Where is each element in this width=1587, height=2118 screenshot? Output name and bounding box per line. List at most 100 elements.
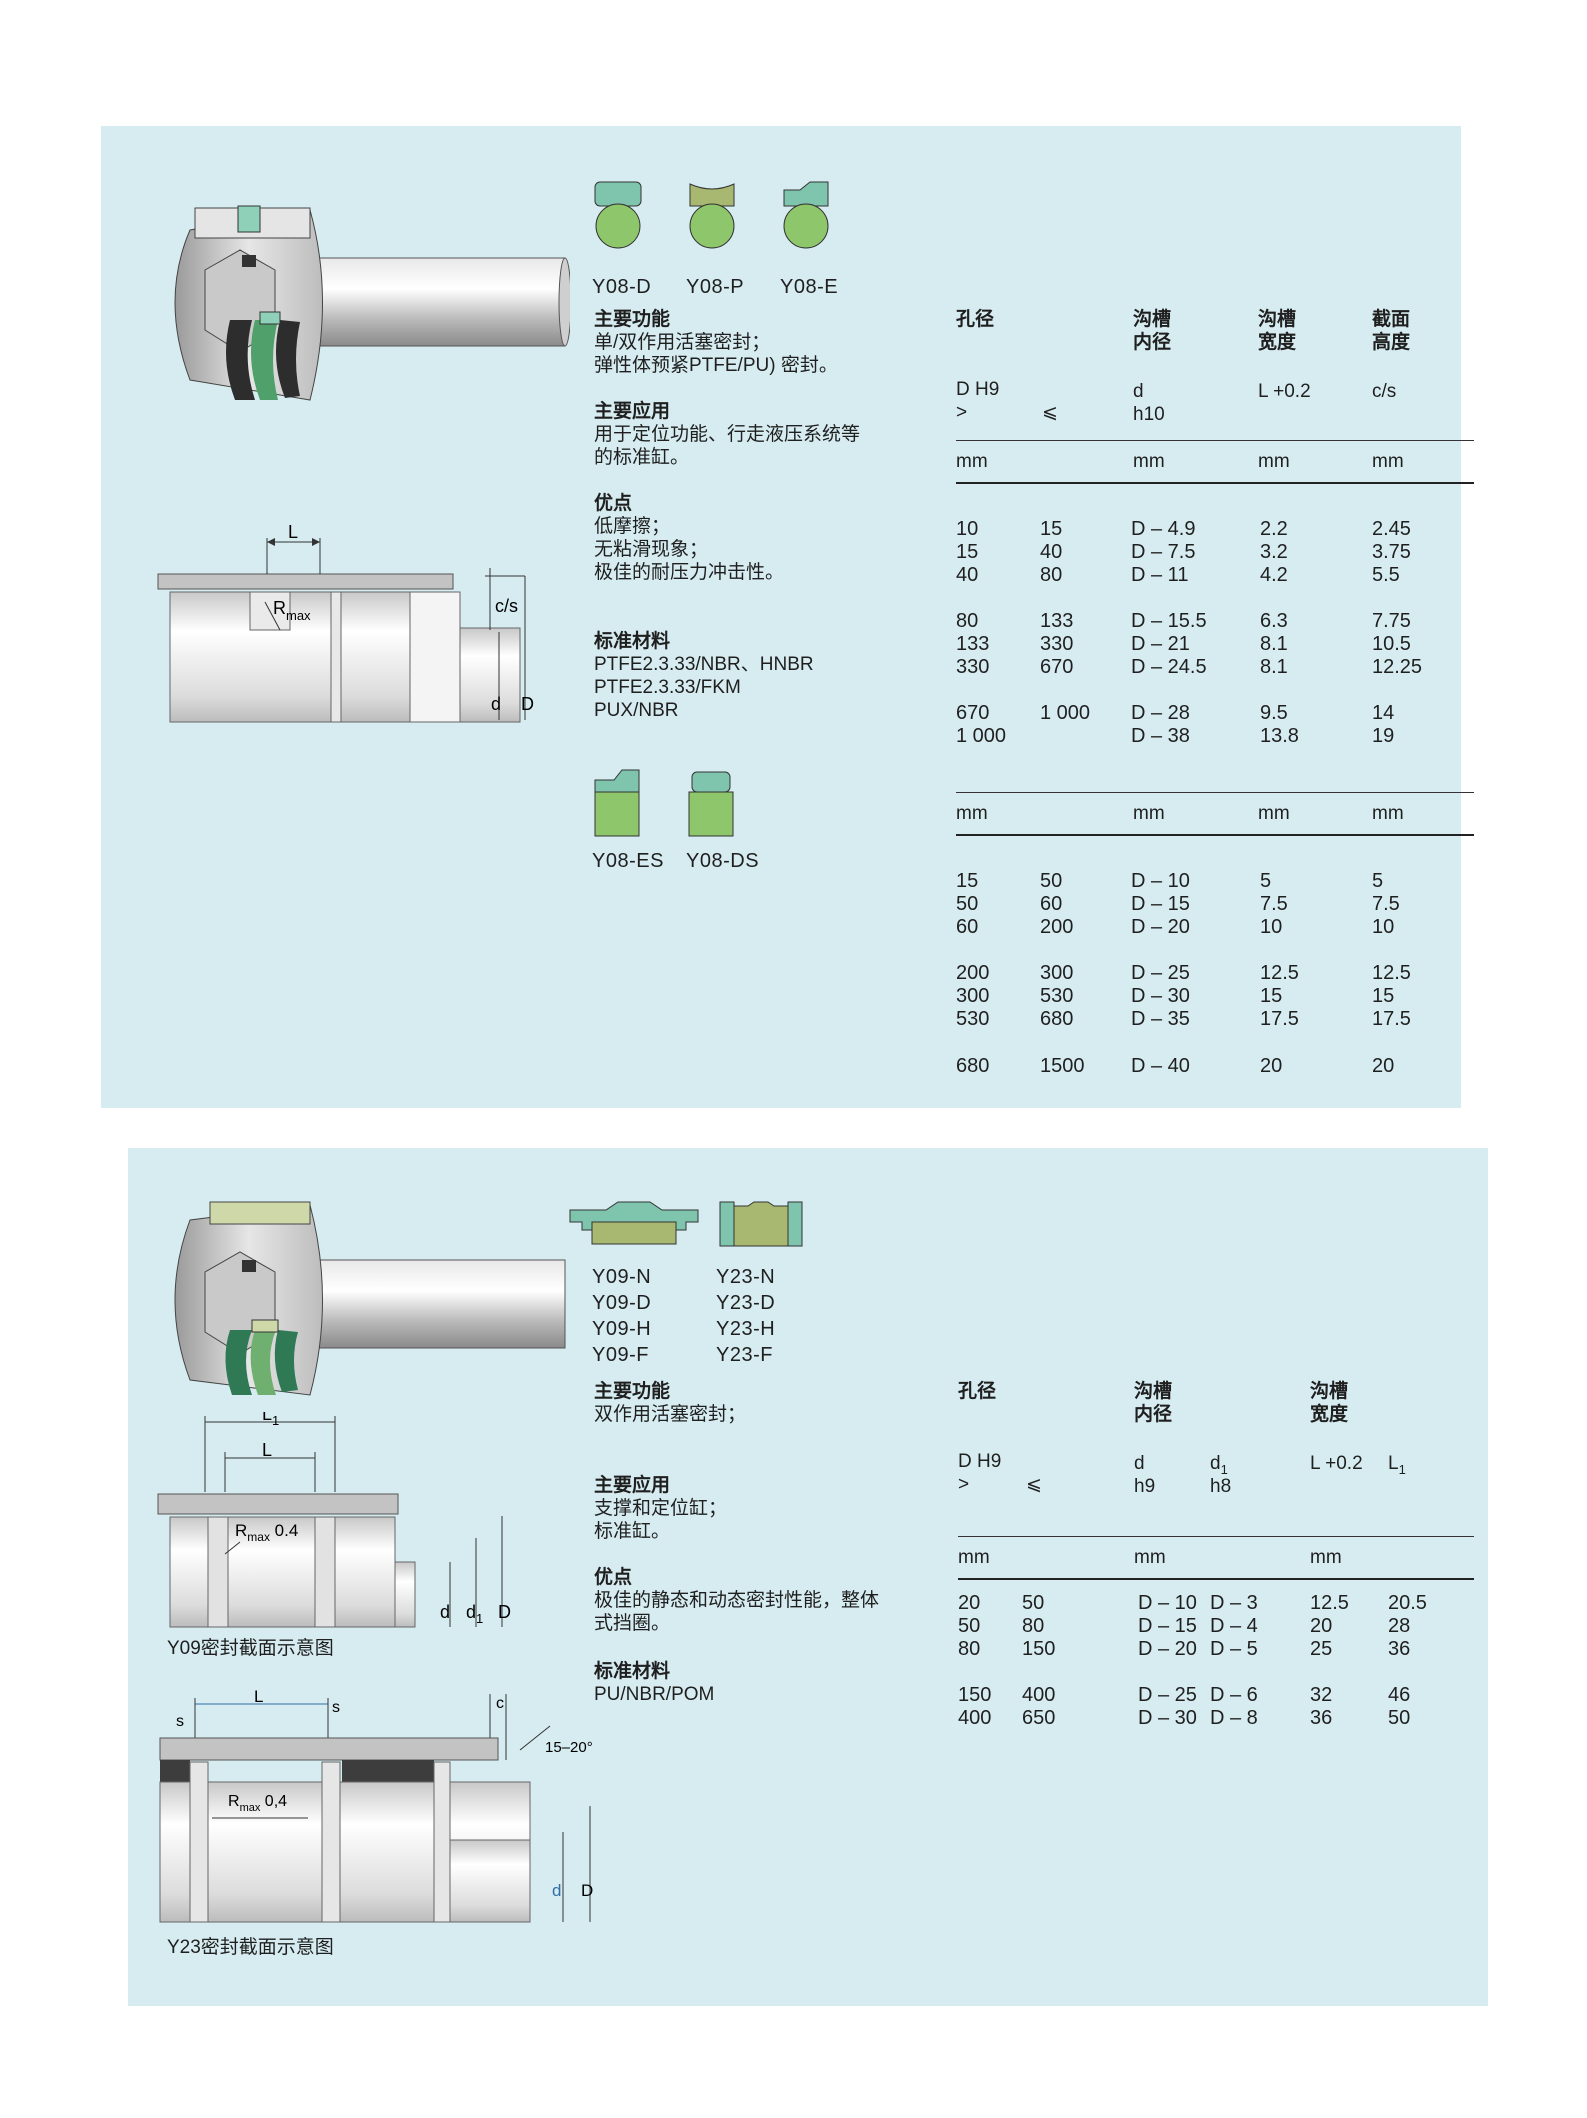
table1-unit: mm [1258,803,1290,824]
table-cell: D – 25 [1138,1684,1197,1706]
table1-header-section-height: 截面 高度 [1372,309,1411,353]
table1-sub-dh9: D H9 [956,379,1000,400]
table2-sub-l1-sub: 1 [1398,1461,1406,1477]
table2-header-bore: 孔径 [958,1381,997,1402]
table-cell: D – 11 [1131,564,1189,586]
table-cell: 7.5 [1372,893,1400,915]
table2-sub-l: L +0.2 [1310,1453,1363,1474]
profile-label-y09-d: Y09-D [592,1292,652,1314]
table-cell: 15 [1040,518,1063,540]
table-cell: 7.5 [1260,893,1288,915]
table2-rule [958,1536,1474,1537]
table1-rule [956,792,1474,793]
table-cell: 20.5 [1388,1592,1427,1614]
table2-sub-le: ⩽ [1026,1474,1042,1495]
table2-sub-d1: d1 [1210,1452,1228,1481]
table1-unit: mm [1372,803,1404,824]
table-cell: 40 [956,564,979,586]
dim-l1-sub: 1 [272,1413,279,1428]
rmax-label: R [228,1793,240,1810]
table2-sub-dh9: D H9 [958,1451,1002,1472]
table1-unit: mm [956,451,988,472]
table-cell: 15 [1260,985,1283,1007]
table-cell: 400 [1022,1684,1056,1706]
caption-y23: Y23密封截面示意图 [167,1937,334,1958]
table1-unit: mm [1133,451,1165,472]
table-cell: D – 4 [1210,1615,1258,1637]
piston-seal-illustration-y08 [174,205,570,401]
table-cell: D – 30 [1131,985,1190,1007]
table-cell: D – 10 [1131,870,1190,892]
caption-y09: Y09密封截面示意图 [167,1638,334,1659]
svg-text:Rmax 0.4: Rmax 0.4 [235,1521,298,1544]
dim-c-label: c [496,1695,504,1712]
table-cell: 12.5 [1310,1592,1349,1614]
table-cell: 6.3 [1260,610,1288,632]
table-cell: 80 [958,1638,981,1660]
table-cell: 20 [1310,1615,1333,1637]
table-cell: 300 [956,985,990,1007]
table-cell: 12.5 [1372,962,1411,984]
table-cell: 330 [956,656,990,678]
profile-label-y09-n: Y09-N [592,1266,652,1288]
table1-unit: mm [1258,451,1290,472]
groove-diagram-y08: L Rmax c/s d D [157,522,534,723]
profile-label-y23-n: Y23-N [716,1266,776,1288]
piston-seal-illustration-y09 [174,1201,566,1396]
table-cell: 15 [956,541,979,563]
rmax-sub: max [286,608,311,623]
groove-diagram-y23: L s s c 15–20° Rmax 0,4 d D [159,1690,593,1923]
materials-title: 标准材料 [594,1661,671,1682]
table-cell: 50 [1022,1592,1045,1614]
table1-rule [956,834,1474,836]
table-cell: 7.75 [1372,610,1411,632]
table-cell: 8.1 [1260,656,1288,678]
table2-unit: mm [958,1547,990,1568]
table-cell: 20 [1372,1055,1395,1077]
table-cell: 50 [958,1615,981,1637]
table-cell: 46 [1388,1684,1411,1706]
dim-d1-sub: 1 [476,1611,483,1626]
table-cell: 133 [1040,610,1074,632]
table-cell: 28 [1388,1615,1411,1637]
svg-text:Rmax: Rmax [273,598,311,623]
table-cell: 8.1 [1260,633,1288,655]
table-cell: 60 [1040,893,1063,915]
table-cell: 1 000 [956,725,1007,747]
table-cell: 60 [956,916,979,938]
table-cell: 10 [1260,916,1283,938]
advantages-text: 低摩擦； 无粘滑现象； 极佳的耐压力冲击性。 [594,516,785,583]
table-cell: 15 [1372,985,1395,1007]
table1-unit: mm [956,803,988,824]
application-title: 主要应用 [594,401,671,422]
table-cell: 3.2 [1260,541,1288,563]
profile-y08-p-icon [689,183,735,249]
table1-sub-d: d h10 [1133,381,1165,425]
profile-label-y08-d: Y08-D [592,276,652,298]
application-title: 主要应用 [594,1475,671,1496]
angle-label: 15–20° [545,1739,593,1756]
function-title: 主要功能 [594,309,671,330]
dim-l-label: L [288,522,298,542]
table-cell: 300 [1040,962,1074,984]
table-cell: 80 [1040,564,1063,586]
profile-label-y08-p: Y08-P [686,276,745,298]
table1-sub-gt: > [956,402,968,423]
profile-label-y08-es: Y08-ES [592,850,664,872]
profile-label-y23-d: Y23-D [716,1292,776,1314]
dim-d-label: d [440,1602,450,1622]
table1-rule [956,440,1474,441]
table-cell: D – 3 [1210,1592,1258,1614]
profile-y08-es-icon [594,769,640,837]
dim-l1-label: L [262,1412,272,1424]
table-cell: 14 [1372,702,1395,724]
table-cell: 50 [1388,1707,1411,1729]
rmax-label: R [273,598,286,618]
table-cell: 80 [1022,1615,1045,1637]
rmax-sub: max [247,1530,270,1544]
table2-sub-l1: L1 [1388,1452,1406,1481]
dim-d-label: d [491,694,501,714]
table-cell: D – 40 [1131,1055,1190,1077]
dim-D-label: D [521,694,534,714]
table-cell: 50 [1040,870,1063,892]
